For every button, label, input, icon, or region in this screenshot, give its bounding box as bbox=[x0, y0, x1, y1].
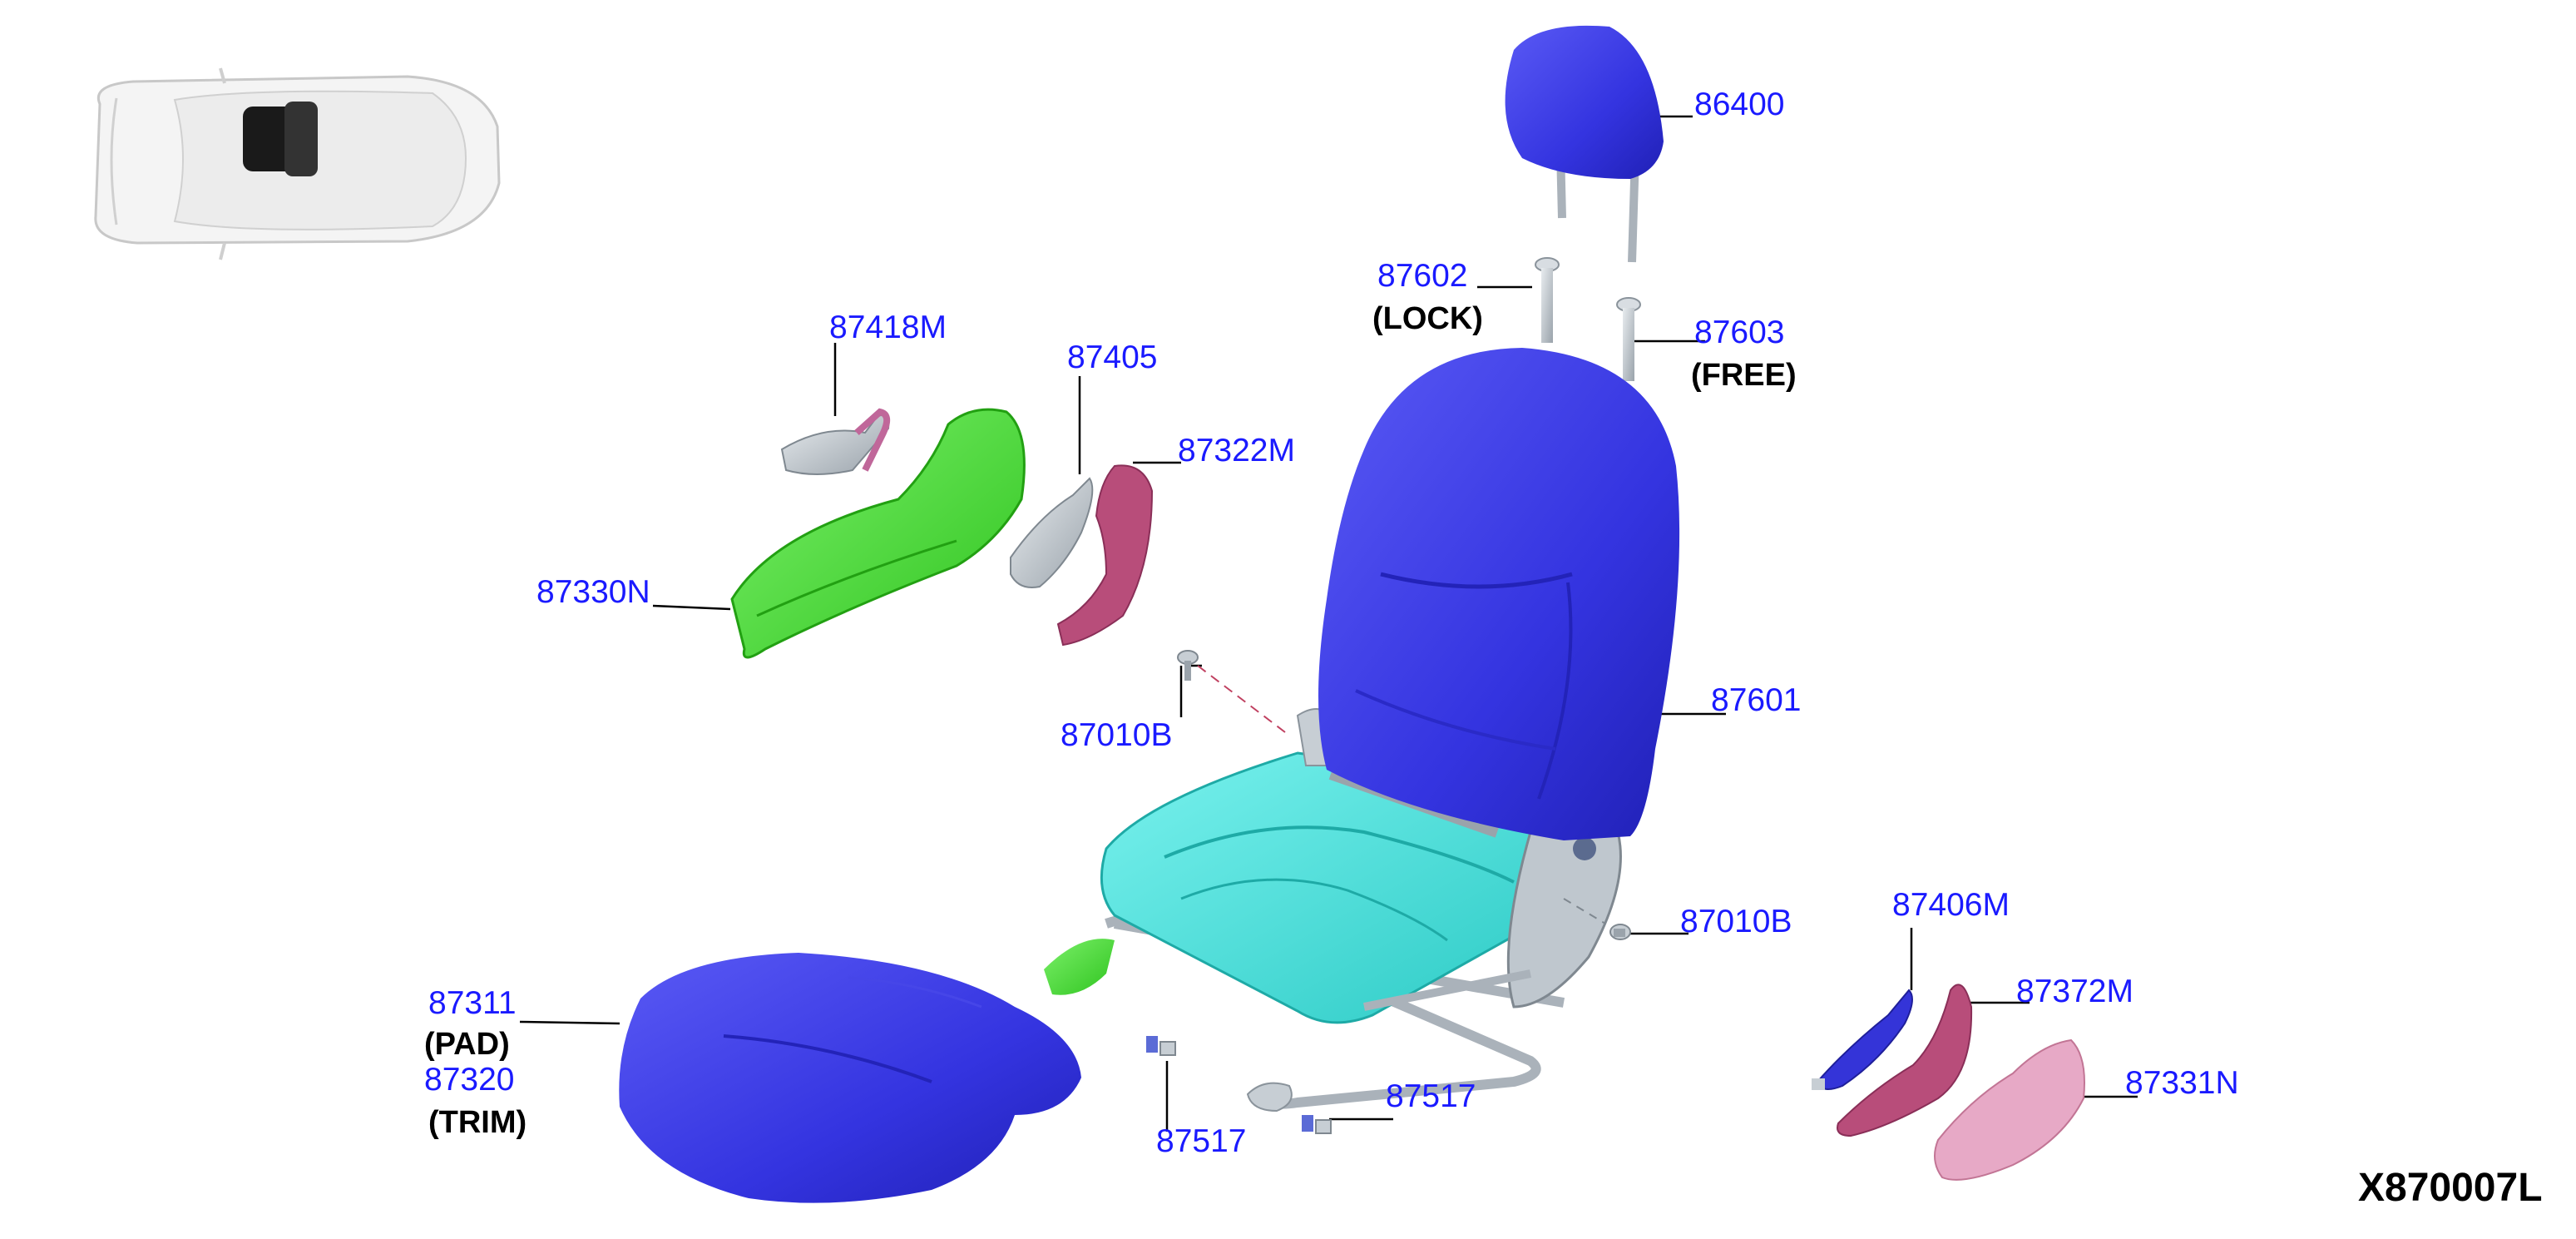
seat-cushion-87311-87320[interactable] bbox=[619, 953, 1081, 1203]
note-trim: (TRIM) bbox=[428, 1105, 527, 1140]
headrest-86400[interactable] bbox=[1505, 25, 1664, 263]
callout-87406m[interactable]: 87406M bbox=[1892, 887, 2010, 923]
knob-87418m[interactable] bbox=[780, 408, 891, 475]
callout-87601[interactable]: 87601 bbox=[1711, 682, 1802, 718]
callout-87372m[interactable]: 87372M bbox=[2016, 974, 2133, 1009]
callout-87010b-right[interactable]: 87010B bbox=[1680, 904, 1792, 939]
callout-87517-right[interactable]: 87517 bbox=[1386, 1078, 1476, 1114]
callout-87330n[interactable]: 87330N bbox=[536, 574, 650, 610]
clip-87517-right[interactable] bbox=[1302, 1115, 1332, 1134]
callout-87331n[interactable]: 87331N bbox=[2125, 1065, 2239, 1101]
callout-87320[interactable]: 87320 bbox=[424, 1062, 515, 1098]
knob-87406m[interactable] bbox=[1812, 989, 1913, 1090]
cover-87372m[interactable] bbox=[1837, 984, 1973, 1137]
bolt-87010b-right[interactable] bbox=[1563, 898, 1631, 940]
seatback-87601[interactable] bbox=[1318, 348, 1680, 840]
callout-86400[interactable]: 86400 bbox=[1694, 87, 1785, 122]
finisher-87330n[interactable] bbox=[730, 408, 1026, 659]
headrest-guide-87603[interactable] bbox=[1616, 297, 1641, 381]
vehicle-locator-icon bbox=[94, 67, 501, 260]
bolt-87010b-left[interactable] bbox=[1177, 650, 1286, 733]
cover-87322m[interactable] bbox=[1056, 464, 1154, 647]
cover-87405[interactable] bbox=[1010, 477, 1094, 588]
callout-87517-left[interactable]: 87517 bbox=[1156, 1123, 1247, 1159]
callout-87602[interactable]: 87602 bbox=[1377, 258, 1468, 294]
callout-87311[interactable]: 87311 bbox=[428, 985, 517, 1021]
cover-87331n[interactable] bbox=[1934, 1038, 2085, 1181]
clip-87517-left[interactable] bbox=[1146, 1036, 1176, 1056]
diagram-code: X870007L bbox=[2358, 1166, 2543, 1210]
callout-87405[interactable]: 87405 bbox=[1067, 339, 1158, 375]
callout-87322m[interactable]: 87322M bbox=[1178, 433, 1295, 468]
callout-87010b-left[interactable]: 87010B bbox=[1061, 717, 1173, 753]
note-pad: (PAD) bbox=[424, 1027, 510, 1062]
callout-87603[interactable]: 87603 bbox=[1694, 315, 1785, 350]
callout-87418m[interactable]: 87418M bbox=[829, 310, 947, 345]
headrest-guide-87602[interactable] bbox=[1535, 257, 1560, 343]
note-lock: (LOCK) bbox=[1372, 301, 1483, 336]
note-free: (FREE) bbox=[1691, 358, 1797, 393]
leader-lines bbox=[519, 115, 2138, 1132]
